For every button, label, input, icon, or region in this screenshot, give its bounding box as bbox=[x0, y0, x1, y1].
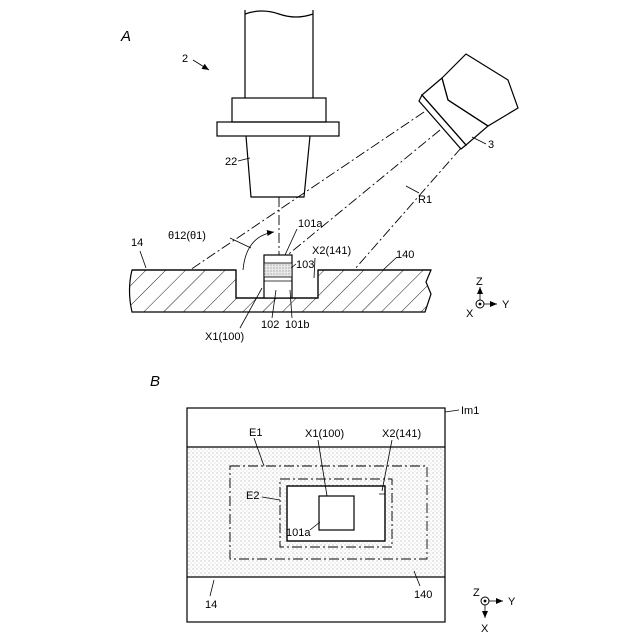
body-label: 102 bbox=[261, 319, 279, 331]
panel-a: A 2 22 3 R1 θ12(θ1) bbox=[120, 10, 518, 343]
panel-b: B Im1 E1 E2 X2(141) X1(100) 101a 14 140 bbox=[150, 373, 516, 635]
workpiece bbox=[264, 255, 292, 298]
x1-label: X1(100) bbox=[205, 331, 244, 343]
stage-b-label: 14 bbox=[205, 599, 217, 611]
axes-indicator-b: Z Y X bbox=[473, 587, 516, 635]
side-label: 101b bbox=[285, 319, 309, 331]
workpiece-top-101a bbox=[319, 496, 354, 530]
panel-a-letter: A bbox=[120, 28, 131, 45]
ray-label: R1 bbox=[418, 194, 432, 206]
axis-b-y: Y bbox=[508, 596, 516, 608]
image-label: Im1 bbox=[461, 405, 479, 417]
axes-indicator-a: Z Y X bbox=[466, 276, 510, 320]
mark-label: 103 bbox=[296, 259, 314, 271]
mark-layer bbox=[264, 263, 292, 277]
tool-label: 22 bbox=[225, 156, 237, 168]
processing-device bbox=[217, 10, 339, 197]
e1-label: E1 bbox=[249, 427, 262, 439]
e2-label: E2 bbox=[246, 490, 259, 502]
axis-b-x: X bbox=[481, 623, 489, 635]
x1-b-label: X1(100) bbox=[305, 428, 344, 440]
top-face-b-label: 101a bbox=[286, 527, 311, 539]
optical-axis-r1 bbox=[279, 130, 440, 262]
surface-label: 140 bbox=[396, 249, 414, 261]
x2-b-label: X2(141) bbox=[382, 428, 421, 440]
axis-a-z: Z bbox=[476, 276, 483, 288]
axis-a-y: Y bbox=[502, 299, 510, 311]
surface-b-label: 140 bbox=[414, 589, 432, 601]
camera-label: 3 bbox=[488, 139, 494, 151]
stage-label: 14 bbox=[131, 237, 143, 249]
angle-label: θ12(θ1) bbox=[168, 230, 206, 242]
axis-a-x: X bbox=[466, 308, 474, 320]
device-label: 2 bbox=[182, 53, 188, 65]
top-face-label: 101a bbox=[298, 218, 323, 230]
panel-b-letter: B bbox=[150, 373, 160, 390]
x2-label: X2(141) bbox=[312, 245, 351, 257]
axis-b-z: Z bbox=[473, 587, 480, 599]
